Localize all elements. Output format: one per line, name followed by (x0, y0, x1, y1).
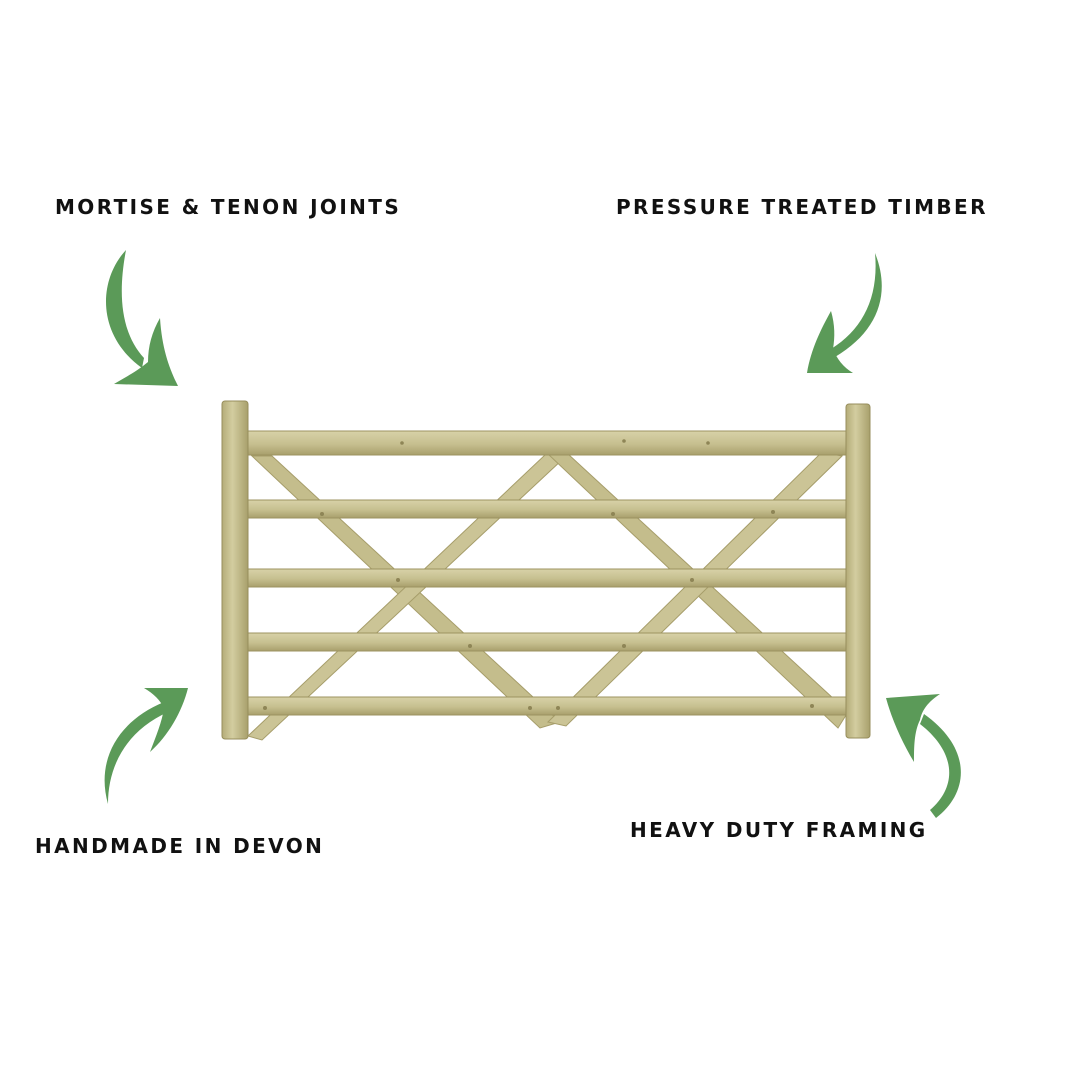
rail-bottom (243, 696, 849, 716)
rail-3 (243, 568, 849, 588)
gate-rails (243, 430, 849, 716)
stile-shutting (845, 403, 871, 739)
feature-label-mortise: MORTISE & TENON JOINTS (55, 195, 402, 219)
stile-hanging (221, 400, 249, 740)
curved-arrow-icon-bottom-left (104, 688, 188, 804)
curved-arrow-icon-top-left (105, 250, 178, 386)
brace-right-up (546, 451, 844, 727)
rail-4 (243, 632, 849, 652)
gate-fixings (263, 439, 814, 710)
curved-arrow-icon-top-right (807, 253, 882, 373)
feature-label-handmade: HANDMADE IN DEVON (35, 834, 325, 858)
curved-arrow-icon-bottom-right (886, 694, 961, 818)
gate-stiles (221, 400, 871, 740)
gate-braces (247, 451, 849, 741)
feature-label-heavy-duty: HEAVY DUTY FRAMING (630, 818, 928, 842)
rail-2 (243, 499, 849, 519)
feature-label-pressure-treated: PRESSURE TREATED TIMBER (616, 195, 988, 219)
rail-top (243, 430, 849, 456)
